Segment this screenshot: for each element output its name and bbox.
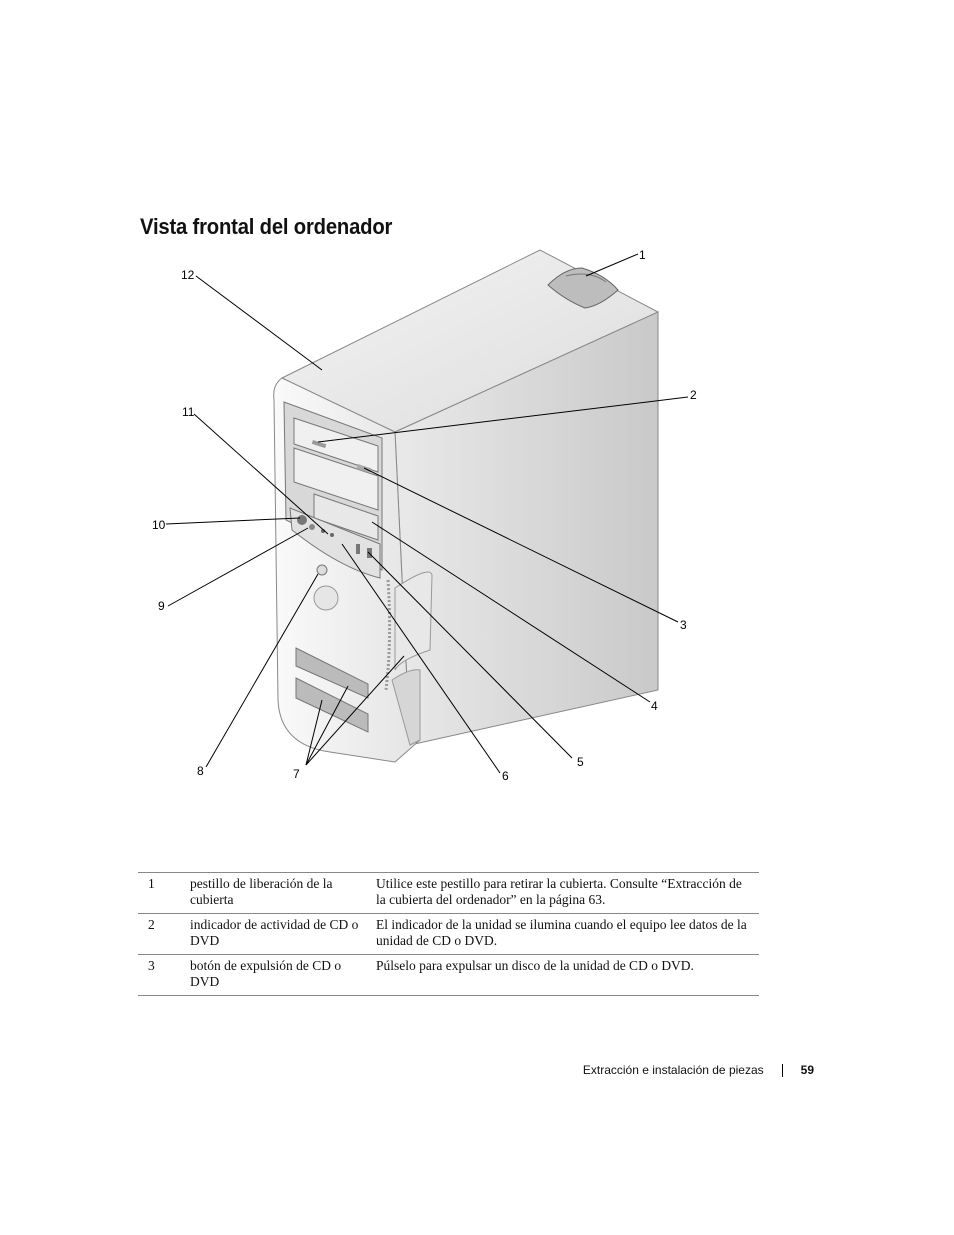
cd-activity-indicator xyxy=(311,439,327,449)
footer-separator xyxy=(781,1063,783,1077)
part-name: pestillo de liberación de la cubierta xyxy=(190,876,333,907)
cd-eject-button-icon xyxy=(356,463,372,474)
page-footer: Extracción e instalación de piezas 59 xyxy=(583,1063,814,1077)
part-number: 3 xyxy=(148,958,155,973)
callout-9: 9 xyxy=(158,599,165,613)
part-description: Utilice este pestillo para retirar la cu… xyxy=(376,876,742,907)
callout-4: 4 xyxy=(651,699,658,713)
headphone-connector-icon xyxy=(297,515,307,525)
optical-drive-1 xyxy=(293,417,379,473)
callout-3: 3 xyxy=(680,618,687,632)
front-vents-lower xyxy=(295,677,369,733)
table-row: 2 indicador de actividad de CD o DVD El … xyxy=(138,913,759,955)
part-number: 1 xyxy=(148,876,155,891)
part-description: El indicador de la unidad se ilumina cua… xyxy=(376,917,747,948)
footer-section-title: Extracción e instalación de piezas xyxy=(582,1063,764,1077)
power-button-icon xyxy=(316,564,328,576)
callout-1: 1 xyxy=(639,248,646,262)
computer-front-view-illustration: 1 2 3 4 5 6 7 8 9 10 11 12 xyxy=(152,248,697,783)
callout-6: 6 xyxy=(502,769,509,783)
callout-7: 7 xyxy=(293,767,300,781)
microphone-connector-icon xyxy=(309,524,315,530)
callout-leader-lines xyxy=(165,253,689,774)
table-row: 1 pestillo de liberación de la cubierta … xyxy=(138,872,759,914)
usb-connector-icon xyxy=(356,544,360,554)
page-number: 59 xyxy=(800,1063,814,1077)
dell-badge-icon xyxy=(313,585,339,611)
parts-table: 1 pestillo de liberación de la cubierta … xyxy=(138,872,759,996)
part-name: indicador de actividad de CD o DVD xyxy=(190,917,359,948)
callout-2: 2 xyxy=(690,388,697,402)
callout-11: 11 xyxy=(182,405,195,419)
part-description: Púlselo para expulsar un disco de la uni… xyxy=(376,958,694,973)
callout-10: 10 xyxy=(152,518,166,532)
callout-5: 5 xyxy=(577,755,584,769)
front-vents-upper xyxy=(295,647,369,699)
part-name: botón de expulsión de CD o DVD xyxy=(190,958,342,989)
callout-8: 8 xyxy=(197,764,204,778)
callout-12: 12 xyxy=(181,268,195,282)
optical-drive-2 xyxy=(293,447,379,511)
page-title: Vista frontal del ordenador xyxy=(140,214,393,239)
part-number: 2 xyxy=(148,917,155,932)
table-row: 3 botón de expulsión de CD o DVD Púlselo… xyxy=(138,954,759,996)
media-bay xyxy=(313,493,379,541)
light-strip xyxy=(384,579,392,691)
